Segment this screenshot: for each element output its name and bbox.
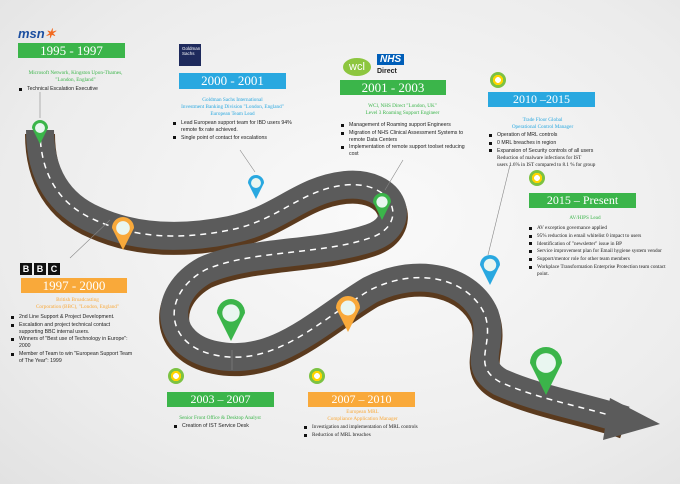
bullets-gs: Lead European support team for IBD users… bbox=[172, 120, 307, 142]
period-2015-present: 2015 – Present bbox=[529, 193, 636, 208]
org-bp-2015: AV/HIPS Lead bbox=[569, 215, 601, 221]
bullets-bbc: 2nd Line Support & Project Development.E… bbox=[10, 314, 135, 365]
msn-logo: msn✶ bbox=[18, 26, 56, 41]
wcl-logo: wcl bbox=[343, 58, 371, 76]
map-pin-icon bbox=[530, 347, 562, 395]
period-2000-2001: 2000 - 2001 bbox=[179, 73, 286, 89]
road-arrow bbox=[603, 398, 660, 440]
nhs-logo: NHS bbox=[377, 54, 405, 65]
org-msn: Microsoft Network, Kingston Upon-Thames,… bbox=[28, 70, 123, 84]
period-1995-1997: 1995 - 1997 bbox=[18, 43, 125, 58]
bp-logo bbox=[309, 368, 325, 384]
bp-logo bbox=[490, 72, 506, 88]
bp-logo bbox=[529, 170, 545, 186]
bullets-bp-2007: Investigation and implementation of MRL … bbox=[303, 424, 443, 440]
bp-logo bbox=[168, 368, 184, 384]
map-pin-icon bbox=[373, 193, 391, 220]
map-pin-icon bbox=[248, 175, 264, 199]
map-pin-icon bbox=[32, 120, 48, 144]
org-nhs: WCl, NHS Direct "London, UK"Level 3 Roam… bbox=[365, 103, 440, 117]
period-2003-2007: 2003 – 2007 bbox=[167, 392, 274, 407]
nhs-direct-text: Direct bbox=[377, 68, 397, 75]
period-2001-2003: 2001 - 2003 bbox=[340, 80, 446, 95]
period-1997-2000: 1997 - 2000 bbox=[21, 278, 127, 293]
map-pin-icon bbox=[112, 217, 134, 250]
period-2007-2010: 2007 – 2010 bbox=[308, 392, 415, 407]
map-pin-icon bbox=[336, 296, 360, 332]
period-2010-2015: 2010 –2015 bbox=[488, 92, 595, 107]
map-pin-icon bbox=[217, 299, 245, 341]
org-bp-2003: Senior Front Office & Desktop Analyst bbox=[179, 415, 261, 421]
map-pin-icon bbox=[480, 255, 500, 285]
bullets-bp-2003: Creation of IST Service Desk bbox=[173, 423, 283, 431]
bullets-msn: Technical Escalation Executive bbox=[18, 86, 148, 94]
